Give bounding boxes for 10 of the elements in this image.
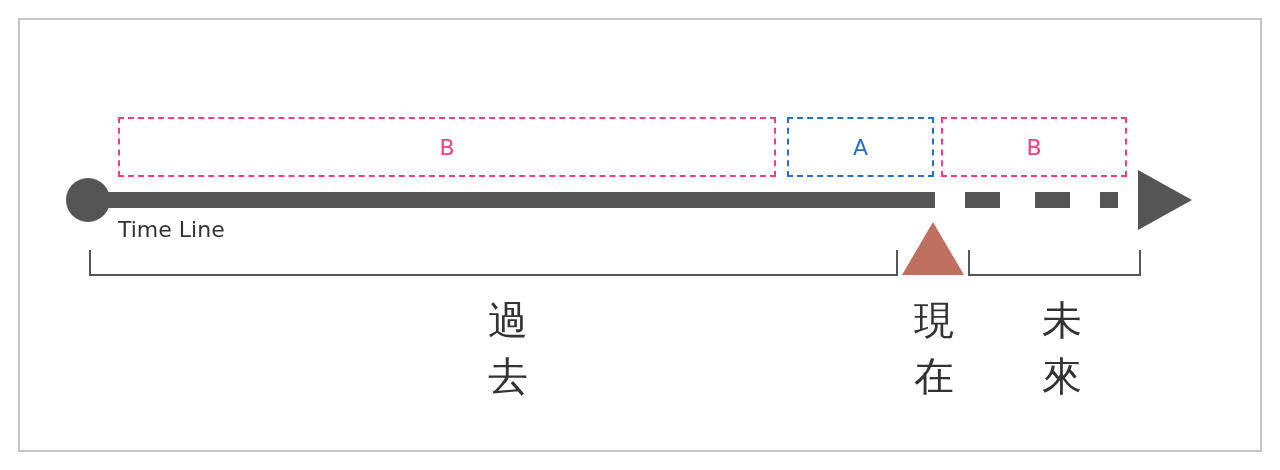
box-label: A bbox=[852, 133, 869, 162]
axis-label: Time Line bbox=[118, 216, 225, 244]
box-label: B bbox=[1026, 133, 1042, 162]
dashed-box bbox=[941, 117, 1127, 177]
period-label: 未來 bbox=[1042, 296, 1082, 401]
dashed-box bbox=[787, 117, 934, 177]
box-label: B bbox=[439, 133, 455, 162]
period-label: 現在 bbox=[914, 296, 954, 401]
period-label: 過去 bbox=[488, 296, 528, 401]
dashed-box bbox=[118, 117, 776, 177]
